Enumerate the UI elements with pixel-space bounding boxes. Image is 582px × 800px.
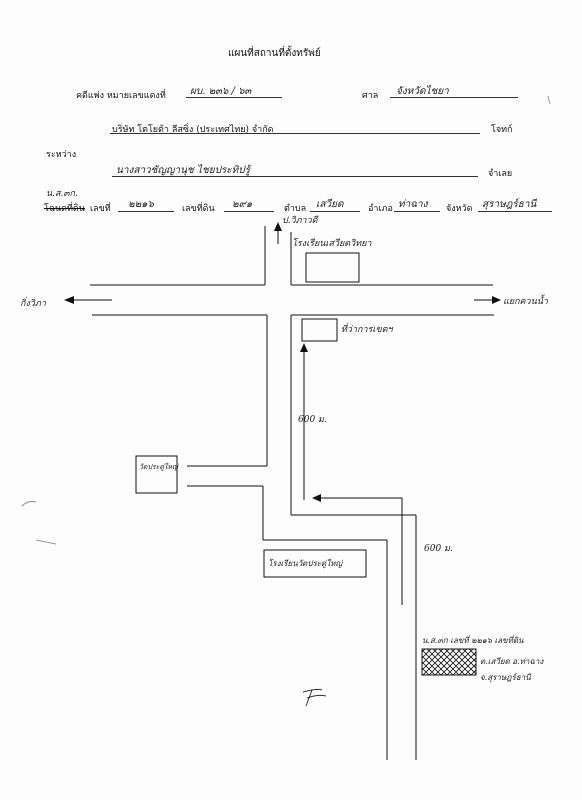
deed-type-handwritten: น.ส.๓ก. — [46, 189, 78, 199]
subdistrict-value: เสวียด — [316, 199, 344, 210]
route-arrow-left-icon — [312, 494, 321, 502]
plaintiff-name: บริษัท โตโยต้า ลีสซิ่ง (ประเทศไทย) จำกัด — [112, 125, 274, 135]
route-arrow-up-icon — [300, 343, 308, 352]
deed-number-value: ๒๒๑๖ — [128, 199, 154, 210]
defendant-name: นางสาวชัญญานุช ไชยประทิปรู้ — [116, 165, 250, 176]
document-title: แผนที่สถานที่ตั้งทรัพย์ — [228, 48, 321, 59]
west-direction-label: กิ่งวิภา — [20, 299, 46, 309]
deed-type-struck: โฉนดที่ดิน — [44, 204, 85, 214]
province-underline — [478, 211, 552, 212]
property-label-line1: น.ส.๓ก เลขที่ ๒๒๑๖ เลขที่ดิน — [422, 636, 524, 645]
case-number-value: ผบ. ๒๓๖ / ๖๓ — [190, 86, 252, 97]
plaintiff-underline — [110, 133, 480, 134]
school-label: โรงเรียนเสวียดวิทยา — [292, 239, 372, 249]
temple-school-label: โรงเรียนวัดประดู่ใหญ่ — [268, 559, 343, 568]
temple-building — [135, 455, 178, 494]
province-value: สุราษฎร์ธานี — [482, 199, 537, 210]
scan-mark-left — [21, 501, 37, 507]
land-no-value: ๒๙๑ — [232, 199, 253, 210]
subdistrict-label: ตำบล — [284, 204, 307, 214]
district-value: ท่าฉาง — [398, 199, 428, 210]
property-label-line2: ต.เสวียด อ.ท่าฉาง — [480, 657, 544, 666]
defendant-underline — [112, 176, 478, 177]
temple-label: วัดประดู่ใหญ่ — [139, 463, 178, 471]
district-underline — [394, 211, 440, 212]
signature-mark-icon — [302, 688, 327, 707]
court-name-value: จังหวัดไชยา — [396, 86, 449, 97]
defendant-role: จำเลย — [488, 169, 513, 179]
property-label-line3: จ.สุราษฎร์ธานี — [480, 673, 531, 682]
west-arrow-icon — [64, 296, 74, 304]
north-road-label: ป.วิภาวดี — [282, 216, 318, 226]
school-building — [305, 252, 360, 283]
deed-number-underline — [118, 211, 174, 212]
deed-number-label: เลขที่ — [90, 204, 111, 214]
district-label: อำเภอ — [368, 204, 393, 214]
east-direction-label: แยกควนน้ำ — [503, 297, 548, 307]
property-parcel — [421, 648, 477, 676]
center-building — [301, 318, 338, 342]
between-label: ระหว่าง — [46, 150, 77, 160]
plaintiff-role: โจทก์ — [491, 125, 513, 135]
court-label: ศาล — [362, 91, 379, 101]
distance-label-2: 600 ม. — [424, 544, 453, 554]
east-arrow-icon — [492, 296, 501, 304]
subdistrict-underline — [310, 211, 360, 212]
north-arrow-icon — [274, 222, 282, 231]
temple-school-building — [263, 549, 367, 578]
court-underline — [390, 97, 518, 98]
province-label: จังหวัด — [446, 204, 473, 214]
land-no-label: เลขที่ดิน — [182, 204, 215, 214]
case-number-label: คดีแพ่ง หมายเลขแดงที่ — [76, 91, 166, 101]
distance-label-1: 600 ม. — [298, 415, 327, 425]
case-number-underline — [186, 97, 282, 98]
center-label: ที่ว่าการเขตฯ — [341, 325, 393, 335]
scan-mark-left-2 — [35, 539, 57, 545]
scan-mark-right — [547, 95, 551, 105]
land-no-underline — [224, 211, 274, 212]
